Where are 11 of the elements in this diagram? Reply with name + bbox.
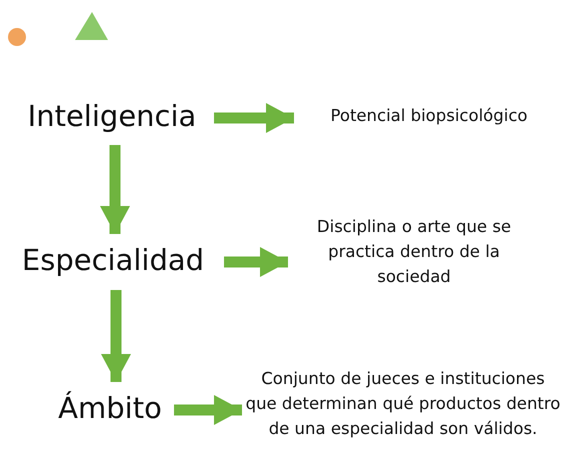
arrow (224, 247, 288, 277)
arrow (100, 145, 130, 234)
term-label: Inteligencia (28, 99, 196, 133)
term-label: Ámbito (58, 391, 162, 425)
definition-text: Disciplina o arte que se practica dentro de la sociedad (316, 216, 512, 288)
definition-text: Conjunto de jueces e instituciones que determinan qué productos dentro de una especialidad son válidos. (244, 368, 562, 440)
term-label: Especialidad (22, 243, 204, 277)
arrow (101, 290, 131, 382)
arrow (214, 103, 294, 133)
definition-text: Potencial biopsicológico (330, 104, 528, 126)
arrow (174, 395, 242, 425)
